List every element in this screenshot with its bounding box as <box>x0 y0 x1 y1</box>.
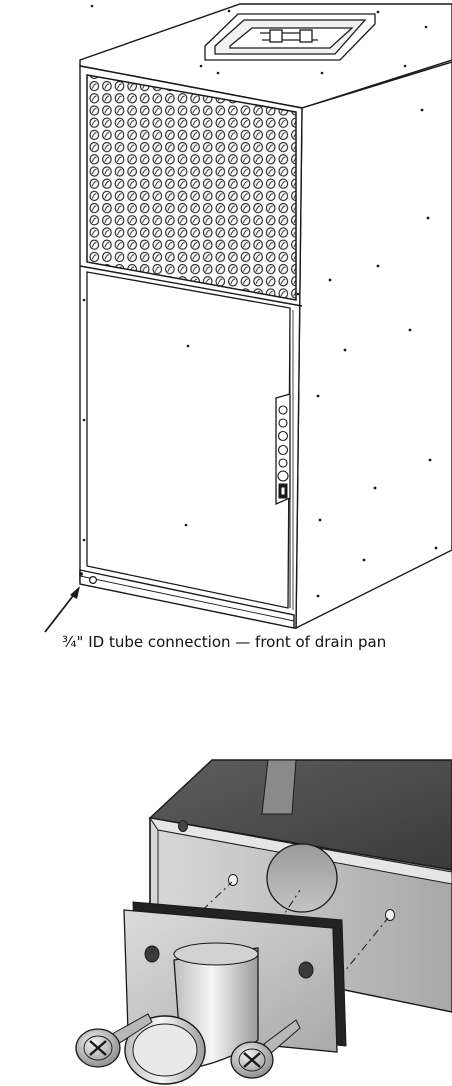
drain-pan-base <box>79 569 295 629</box>
mounting-screw <box>75 1013 153 1068</box>
pan-screw-hole <box>178 820 188 832</box>
electrical-knockouts <box>275 393 291 505</box>
flange-screw-hole <box>298 961 314 979</box>
pan-drain-opening <box>266 843 338 913</box>
pan-screw-hole <box>385 909 395 921</box>
air-handler-unit <box>44 3 452 633</box>
drain-connection-detail <box>75 759 452 1085</box>
unit-side-panel <box>295 61 452 630</box>
mounting-screw <box>230 1019 301 1079</box>
drain-tube <box>124 942 259 1085</box>
front-screw-dots <box>82 292 300 542</box>
callout-label: ¾" ID tube connection — front of drain p… <box>62 633 387 651</box>
lower-access-panel <box>86 271 291 609</box>
perforated-return-grille <box>86 74 297 301</box>
supply-duct-collar <box>204 13 376 61</box>
side-screw-dots <box>316 108 438 598</box>
drain-connection-hole <box>88 575 97 584</box>
callout-arrow <box>44 586 80 633</box>
drain-pan-inner-wall <box>261 759 297 815</box>
flange-screw-hole <box>144 945 160 963</box>
